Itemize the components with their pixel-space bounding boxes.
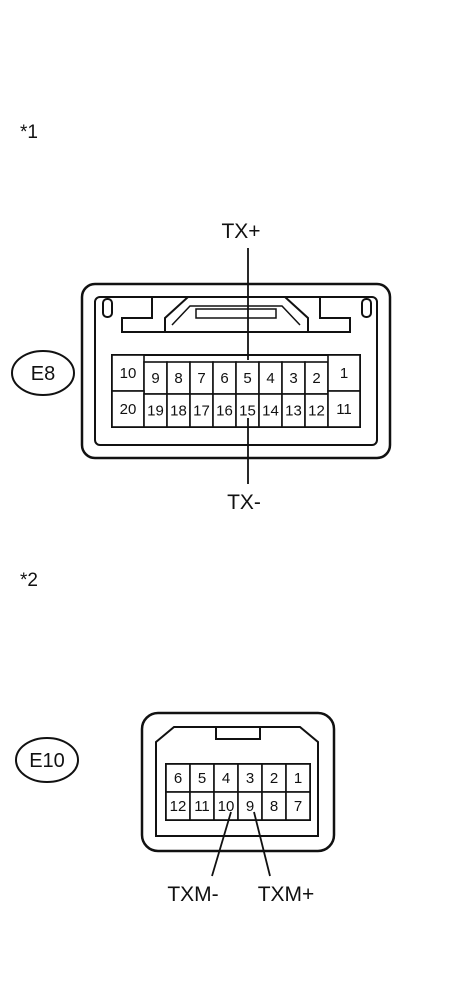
- pin-cell: [189, 791, 215, 821]
- pin-number: 2: [312, 370, 320, 387]
- pin-cell: [111, 390, 145, 428]
- e8-right-shoulder: [297, 297, 351, 333]
- pin-number: 13: [285, 403, 302, 420]
- e8-right-notch: [361, 298, 372, 318]
- e10-inner-housing: [155, 726, 319, 837]
- pin-number: 5: [243, 370, 251, 387]
- pin-number: 8: [174, 370, 182, 387]
- txm-plus-label: TXM+: [258, 883, 315, 906]
- pin-number: 8: [270, 798, 278, 815]
- pin-cell: [111, 354, 145, 392]
- txm-plus-lead: [253, 811, 271, 877]
- e8-latch-inner: [171, 305, 301, 326]
- tx-plus-label: TX+: [221, 220, 260, 243]
- pin-number: 11: [336, 401, 352, 418]
- pin-cell: [165, 763, 191, 793]
- pin-number: 14: [262, 403, 279, 420]
- pin-cell: [327, 354, 361, 392]
- pin-number: 7: [294, 798, 302, 815]
- pin-number: 12: [308, 403, 325, 420]
- pin-number: 6: [174, 770, 182, 787]
- tx-minus-label: TX-: [227, 491, 261, 514]
- e8-id-label: E8: [31, 363, 55, 385]
- pin-number: 3: [246, 770, 254, 787]
- e8-latch-slot: [195, 308, 277, 319]
- pin-number: 9: [151, 370, 159, 387]
- pin-number: 5: [198, 770, 206, 787]
- e8-left-notch: [102, 298, 113, 318]
- pin-number: 3: [289, 370, 297, 387]
- pin-number: 15: [239, 403, 256, 420]
- e10-id-label: E10: [29, 750, 65, 772]
- pin-cell: [285, 791, 311, 821]
- txm-minus-label: TXM-: [167, 883, 218, 906]
- e8-id-bubble: [11, 350, 75, 396]
- txm-minus-lead: [211, 811, 232, 877]
- pin-number: 9: [246, 798, 254, 815]
- pin-number: 10: [218, 798, 235, 815]
- pin-number: 20: [120, 401, 137, 418]
- e10-latch: [215, 726, 261, 740]
- pin-number: 18: [170, 403, 187, 420]
- pin-number: 11: [194, 798, 210, 815]
- pin-number: 12: [170, 798, 187, 815]
- pin-number: 16: [216, 403, 233, 420]
- pin-number: 4: [266, 370, 274, 387]
- pin-number: 1: [294, 770, 302, 787]
- connector-e8: [80, 282, 392, 460]
- section-2-ref: *2: [20, 570, 38, 591]
- section-1-ref: *1: [20, 122, 38, 143]
- e8-latch: [164, 296, 309, 333]
- e8-left-shoulder: [121, 297, 175, 333]
- pin-cell: [213, 763, 239, 793]
- pin-cell: [261, 763, 287, 793]
- pin-number: 1: [340, 365, 348, 382]
- pin-number: 2: [270, 770, 278, 787]
- pin-cell: [285, 763, 311, 793]
- pin-cell: [327, 390, 361, 428]
- pin-number: 7: [197, 370, 205, 387]
- pin-number: 17: [193, 403, 210, 420]
- e10-id-bubble: [15, 737, 79, 783]
- e8-outer-housing: [80, 282, 392, 460]
- pin-cell: [261, 791, 287, 821]
- pin-number: 10: [120, 365, 137, 382]
- pin-number: 4: [222, 770, 230, 787]
- pin-number: 6: [220, 370, 228, 387]
- e10-outer-housing: [140, 711, 336, 853]
- pin-cell: [213, 791, 239, 821]
- pin-number: 19: [147, 403, 164, 420]
